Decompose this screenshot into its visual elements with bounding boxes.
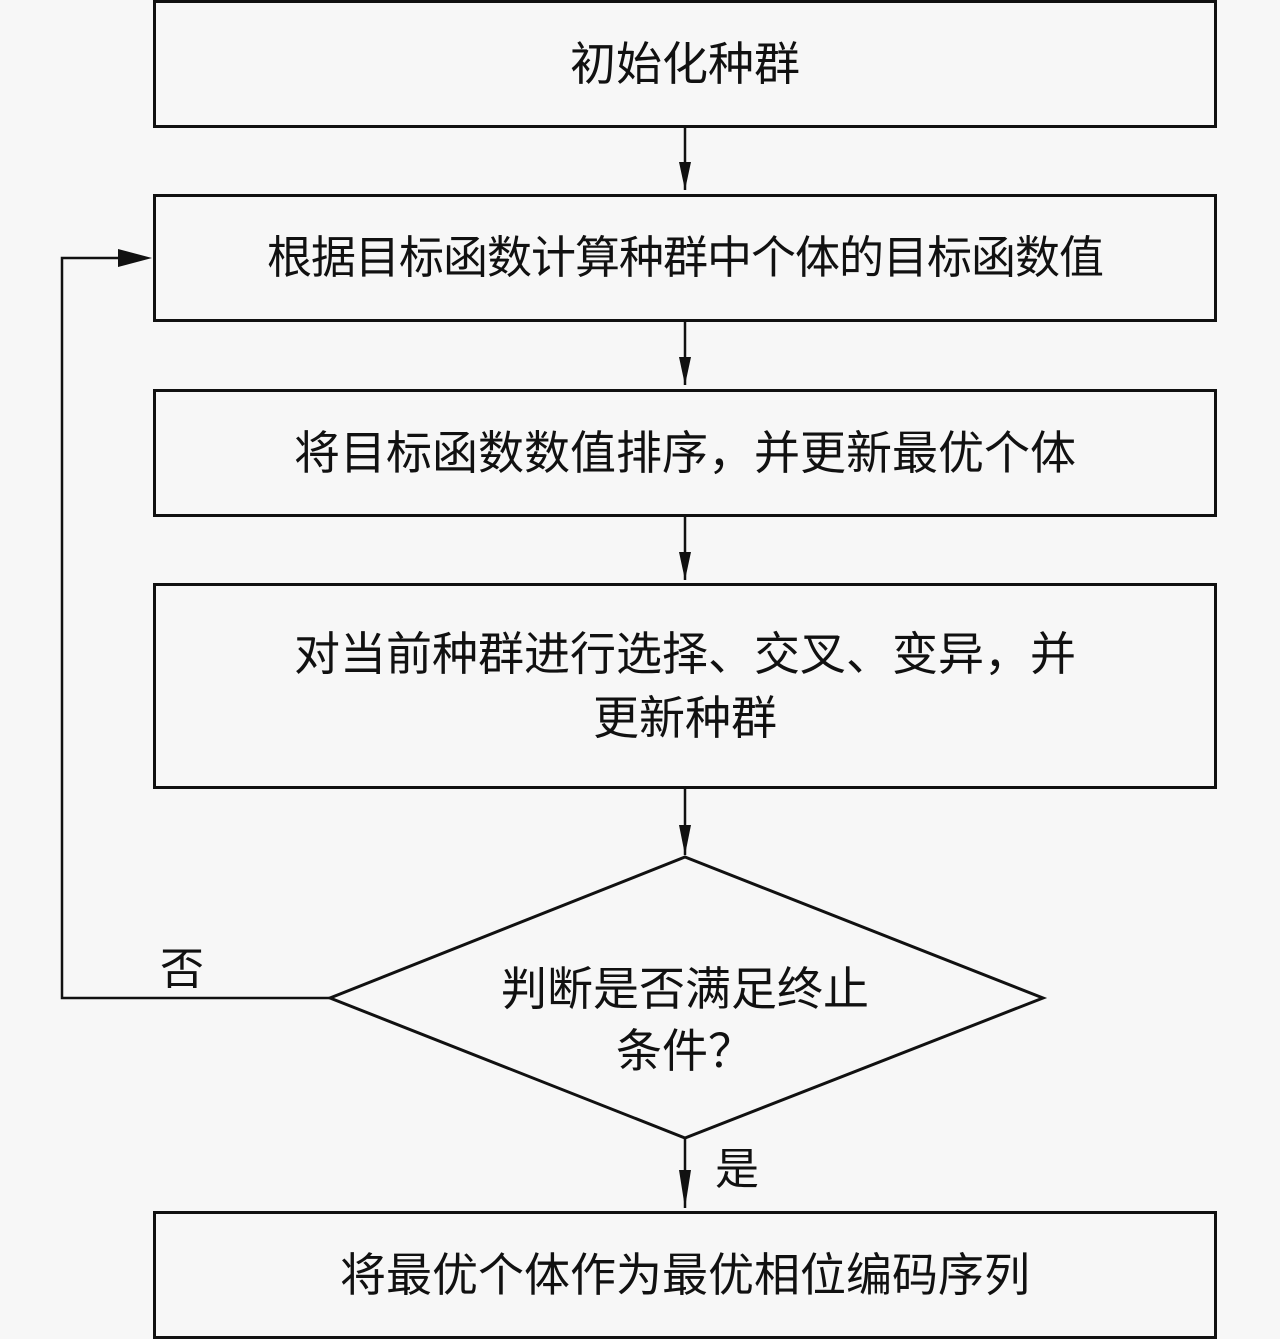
arrowhead-icon <box>679 825 691 855</box>
step-text: 根据目标函数计算种群中个体的目标函数值 <box>266 231 1104 284</box>
decision-text: 判断是否满足终止 条件？ <box>430 958 940 1082</box>
step-text: 初始化种群 <box>570 37 800 91</box>
step-genetic-operators: 对当前种群进行选择、交叉、变异，并 更新种群 <box>153 583 1217 789</box>
decision-text-line1: 判断是否满足终止 <box>501 962 869 1016</box>
step-sort-and-update-best: 将目标函数数值排序，并更新最优个体 <box>153 389 1217 517</box>
branch-label-yes: 是 <box>715 1144 759 1195</box>
arrowhead-icon <box>679 1170 691 1208</box>
arrowhead-icon <box>679 162 691 190</box>
step-text-line1: 对当前种群进行选择、交叉、变异，并 <box>294 627 1076 681</box>
arrowhead-icon <box>679 357 691 385</box>
branch-label-no: 否 <box>160 944 204 995</box>
decision-text-line2: 条件？ <box>616 1024 754 1078</box>
step-evaluate-fitness: 根据目标函数计算种群中个体的目标函数值 <box>153 194 1217 322</box>
step-initialize-population: 初始化种群 <box>153 0 1217 128</box>
arrowhead-icon <box>679 552 691 580</box>
step-text: 将最优个体作为最优相位编码序列 <box>340 1248 1030 1302</box>
step-text: 将目标函数数值排序，并更新最优个体 <box>294 426 1076 480</box>
loop-back-line <box>60 256 330 1000</box>
arrowhead-icon <box>118 249 152 267</box>
step-text-line2: 更新种群 <box>593 691 777 745</box>
step-output-best-sequence: 将最优个体作为最优相位编码序列 <box>153 1211 1217 1339</box>
